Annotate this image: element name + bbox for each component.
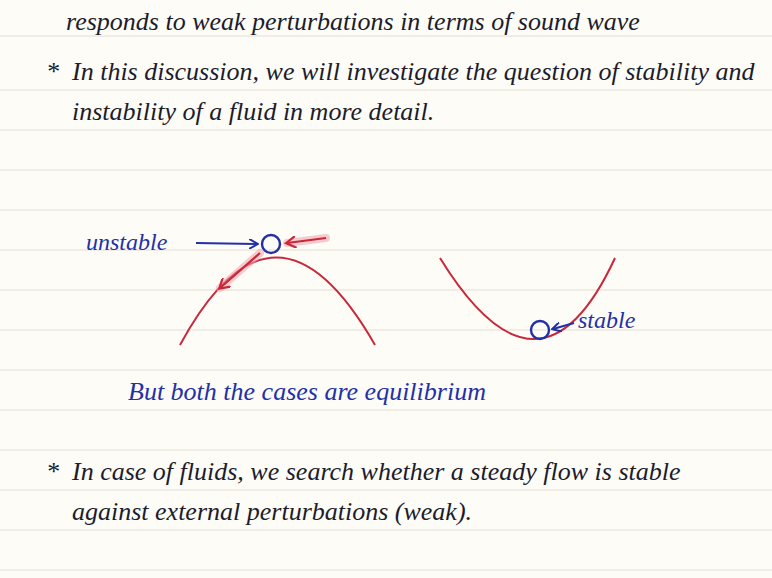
hill-curve — [180, 258, 375, 346]
label-slot: In this discussion, we will investigate … — [72, 52, 762, 132]
perturb-arrow — [287, 238, 326, 243]
label-slot: * — [46, 452, 70, 492]
bullet-mark: * — [46, 52, 70, 92]
fall-arrow — [220, 253, 260, 288]
label-slot: * — [46, 52, 70, 92]
unstable-ball — [262, 235, 280, 253]
label-slot: In case of fluids, we search whether a s… — [72, 452, 762, 532]
label-slot: But both the cases are equilibrium — [128, 372, 688, 412]
bullet-mark: * — [46, 452, 70, 492]
leader-arrow — [196, 243, 257, 244]
leader-arrow — [553, 323, 574, 329]
note-text: But both the cases are equilibrium — [128, 372, 688, 412]
glow — [220, 238, 326, 288]
label-slot: stable — [578, 300, 688, 340]
note-text: responds to weak perturbations in terms … — [66, 2, 766, 42]
stable-ball — [531, 321, 549, 339]
state-label: unstable — [86, 222, 196, 262]
state-label: stable — [578, 300, 688, 340]
ruled-lines — [0, 36, 772, 570]
note-text: In case of fluids, we search whether a s… — [72, 452, 762, 532]
label-slot: responds to weak perturbations in terms … — [66, 2, 766, 42]
label-slot: unstable — [86, 222, 196, 262]
note-text: In this discussion, we will investigate … — [72, 52, 762, 132]
